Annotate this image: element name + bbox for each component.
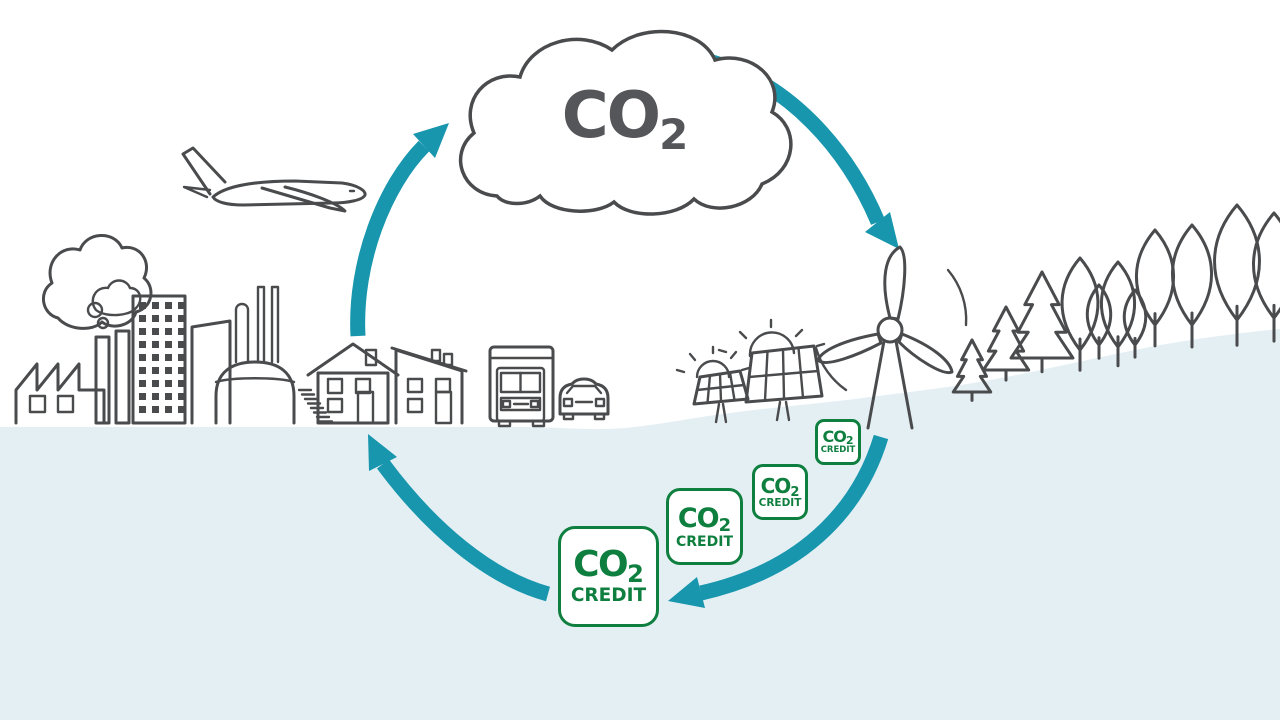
chimneys-icon [94, 329, 131, 425]
leaf-tree-icon [1060, 256, 1100, 372]
badge-credit-text: CREDIT [820, 445, 856, 456]
co2-credit-badge: CO2 CREDIT [752, 464, 808, 520]
co2-credit-badge: CO2 CREDIT [666, 488, 743, 565]
badge-gas-text: CO2 [760, 473, 800, 500]
leaf-tree-icon [1100, 260, 1136, 367]
leaf-tree-icon [1212, 203, 1262, 348]
badge-gas-text: CO2 [677, 502, 732, 536]
badge-gas-text: CO2 [573, 544, 644, 589]
arrow-renewables-to-credits [668, 434, 889, 608]
car-icon [558, 377, 610, 421]
ground-hill [0, 329, 1280, 720]
badge-gas-text: CO2 [822, 427, 854, 448]
refinery-icon [214, 285, 334, 425]
house-icon [306, 342, 400, 425]
city-group [14, 234, 610, 428]
arrow-credits-to-city [368, 434, 551, 602]
office-building-icon [131, 294, 187, 425]
badge-credit-text: CREDIT [570, 585, 647, 607]
wind-turbine-icon [814, 245, 968, 430]
cycle-arrows [350, 54, 899, 608]
co2-subscript: 2 [659, 110, 689, 159]
house-icon [390, 346, 468, 425]
co2-credit-badge: CO2 CREDIT [815, 419, 861, 465]
truck-icon [488, 345, 555, 428]
renewables-group [675, 245, 968, 430]
smoke-icon [42, 234, 153, 330]
co2-cloud-icon [458, 29, 793, 216]
badge-credit-text: CREDIT [758, 496, 802, 509]
mid-building-icon [190, 319, 232, 425]
airplane-icon [181, 146, 367, 213]
sun-icon [717, 318, 826, 358]
co2-gas-text: CO [561, 79, 661, 153]
co2-cloud-label: CO2 [520, 84, 730, 156]
leaf-tree-icon [1170, 223, 1214, 349]
solar-panel-icon [692, 369, 750, 424]
factory-icon [14, 362, 106, 425]
sun-icon [675, 345, 751, 379]
leaf-tree-icon [1135, 228, 1175, 348]
arrow-city-to-cloud [350, 123, 449, 337]
co2-credit-badge: CO2 CREDIT [558, 526, 659, 627]
solar-panel-icon [744, 344, 824, 422]
badge-credit-text: CREDIT [676, 533, 733, 550]
